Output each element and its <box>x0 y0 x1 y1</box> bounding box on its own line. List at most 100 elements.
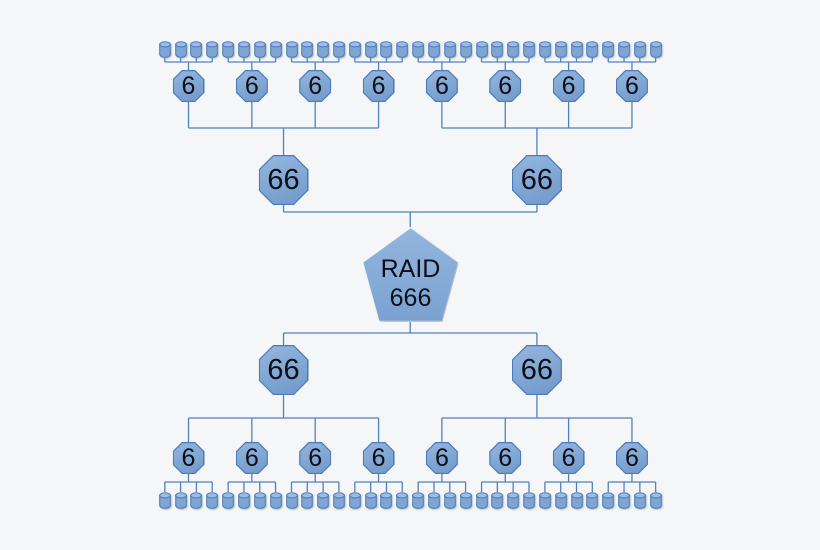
disk-icon <box>507 41 519 58</box>
bottom-6-node-7: 6 <box>552 442 585 474</box>
top-66-node-2: 66 <box>511 155 562 205</box>
bottom-66-node-2: 66 <box>511 345 562 395</box>
disk-icon <box>586 41 599 58</box>
bottom-6-node-1: 6 <box>172 442 205 474</box>
top-6-node-1: 6 <box>172 70 205 102</box>
bottom-6-node-7-shape: 6 <box>553 443 584 473</box>
disk-icon <box>459 492 472 509</box>
disk-icon <box>396 492 409 509</box>
disk-icon <box>301 492 314 509</box>
top-6-node-6: 6 <box>489 70 522 102</box>
bottom-6-node-5-shape: 6 <box>427 443 457 473</box>
disk-icon <box>333 492 345 509</box>
disk-icon <box>174 492 187 509</box>
disk-icon <box>649 41 662 58</box>
bottom-6-node-8: 6 <box>615 442 648 474</box>
top-6-node-5-label: 6 <box>434 71 449 100</box>
bottom-6-node-2: 6 <box>235 442 268 474</box>
disk-icon <box>570 41 583 58</box>
bottom-66-node-1: 66 <box>258 345 309 395</box>
bottom-6-node-7-label: 6 <box>561 443 576 472</box>
disk-icon <box>380 41 393 58</box>
disk-icon <box>158 41 171 58</box>
top-6-node-2-shape: 6 <box>237 71 267 101</box>
disk-icon <box>443 492 456 509</box>
disk-icon <box>634 492 646 509</box>
disk-icon <box>174 41 187 58</box>
disk-icon <box>380 492 393 509</box>
top-6-node-6-shape: 6 <box>490 71 521 101</box>
bottom-66-node-2-label: 66 <box>520 353 554 386</box>
top-6-node-5-shape: 6 <box>427 71 457 101</box>
disk-icon <box>285 492 298 509</box>
bottom-6-node-8-label: 6 <box>624 443 639 472</box>
disk-icon <box>222 492 234 509</box>
root-label-line2: 666 <box>389 284 432 313</box>
bottom-6-node-3: 6 <box>299 442 332 474</box>
top-6-node-2-label: 6 <box>244 71 259 100</box>
disk-icon <box>554 492 567 509</box>
bottom-6-node-5-label: 6 <box>434 443 449 472</box>
top-6-node-7-label: 6 <box>561 71 576 100</box>
disk-icon <box>349 492 361 509</box>
disk-icon <box>539 492 551 509</box>
bottom-6-node-1-shape: 6 <box>173 443 204 473</box>
disk-icon <box>238 492 250 509</box>
bottom-6-node-6-label: 6 <box>498 443 513 472</box>
disk-icon <box>364 492 377 509</box>
bottom-66-node-1-shape: 66 <box>259 346 308 394</box>
disk-icon <box>253 41 266 58</box>
top-6-node-6-label: 6 <box>498 71 513 100</box>
disk-icon <box>475 492 488 509</box>
top-6-node-1-label: 6 <box>181 71 196 100</box>
bottom-6-node-3-shape: 6 <box>300 443 330 473</box>
disk-icon <box>443 41 456 58</box>
top-6-node-8-label: 6 <box>624 71 639 100</box>
disk-icon <box>301 41 314 58</box>
bottom-6-node-4-shape: 6 <box>363 443 394 473</box>
disk-icon <box>412 41 424 58</box>
disk-icon <box>269 492 282 509</box>
bottom-6-node-4: 6 <box>362 442 395 474</box>
disk-icon <box>269 41 282 58</box>
disk-icon <box>618 41 630 58</box>
bottom-6-node-5: 6 <box>425 442 458 474</box>
bottom-66-node-1-label: 66 <box>267 353 300 386</box>
disk-icon <box>206 41 218 58</box>
disk-icon <box>412 492 424 509</box>
disk-icon <box>507 492 519 509</box>
disk-icon <box>649 492 662 509</box>
disk-icon <box>491 492 504 509</box>
disk-icon <box>238 41 250 58</box>
top-66-node-1-shape: 66 <box>259 156 308 204</box>
top-66-node-2-shape: 66 <box>513 156 561 204</box>
disk-icon <box>475 41 488 58</box>
top-6-node-4-shape: 6 <box>363 71 394 101</box>
disk-icon <box>602 41 615 58</box>
disk-icon <box>539 41 551 58</box>
bottom-6-node-6: 6 <box>489 442 522 474</box>
top-6-node-5: 6 <box>425 70 458 102</box>
disk-icon <box>459 41 472 58</box>
top-66-node-2-label: 66 <box>520 163 554 196</box>
top-6-node-3-label: 6 <box>308 71 323 100</box>
disk-icon <box>190 41 203 58</box>
bottom-66-node-2-shape: 66 <box>513 346 561 394</box>
bottom-6-node-3-label: 6 <box>308 443 323 472</box>
disk-icon <box>364 41 377 58</box>
disk-icon <box>428 41 440 58</box>
bottom-6-node-2-label: 6 <box>244 443 259 472</box>
disk-icon <box>602 492 615 509</box>
disk-icon <box>586 492 599 509</box>
top-6-node-8-shape: 6 <box>617 71 647 101</box>
top-6-node-1-shape: 6 <box>173 71 204 101</box>
disk-icon <box>190 492 203 509</box>
disk-icon <box>317 41 329 58</box>
top-66-node-1-label: 66 <box>267 163 300 196</box>
disk-icon <box>554 41 567 58</box>
disk-icon <box>206 492 218 509</box>
disk-icon <box>285 41 298 58</box>
disk-icon <box>158 492 171 509</box>
top-6-node-3: 6 <box>299 70 332 102</box>
